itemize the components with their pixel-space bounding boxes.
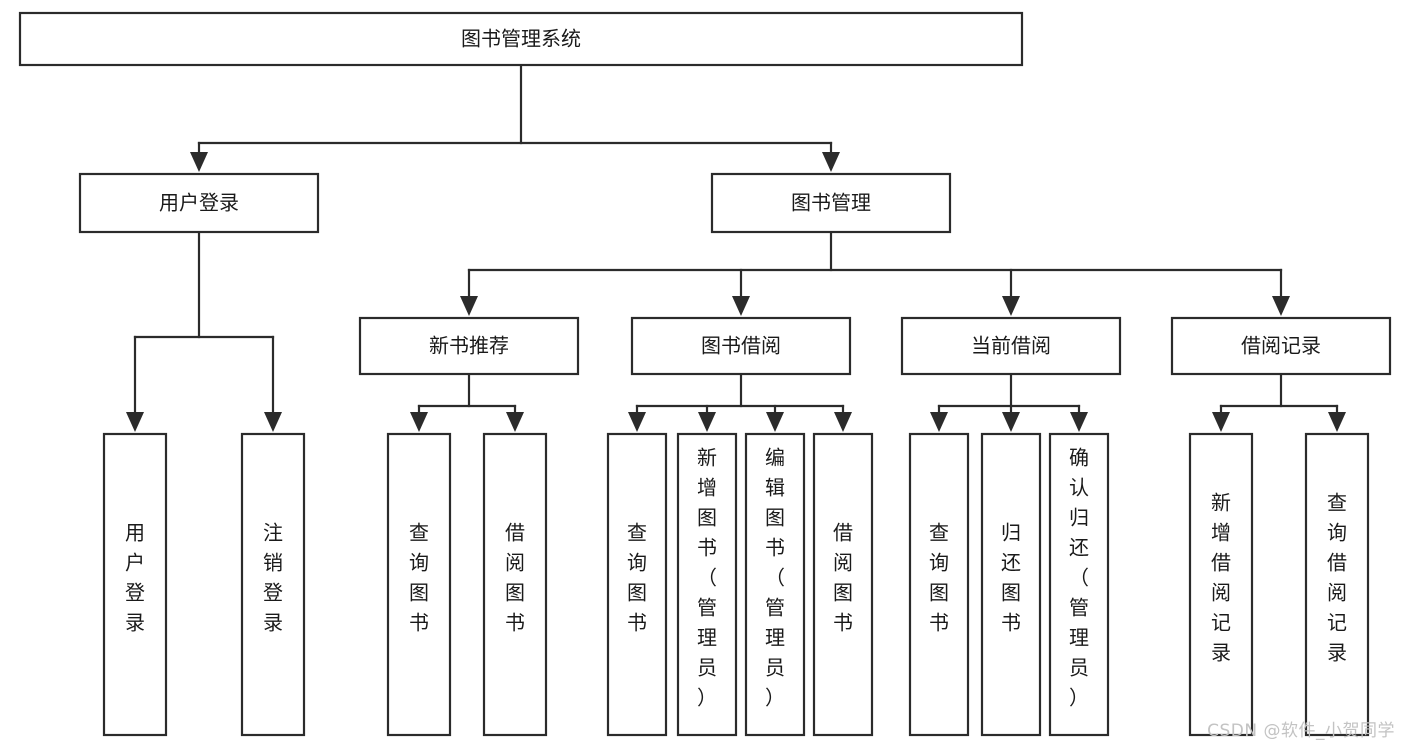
- arrow-book-manage: [822, 152, 840, 172]
- node-leaf-query-book-3[interactable]: 查询图书: [908, 432, 970, 737]
- node-box-leaf-query-book-3: [908, 432, 970, 737]
- arrow-book-borrow: [732, 296, 750, 316]
- node-label-leaf-query-book-1: 查询图书: [409, 521, 429, 635]
- node-label-borrow-record: 借阅记录: [1241, 334, 1321, 358]
- arrow-new-book-recommend: [460, 296, 478, 316]
- node-label-leaf-query-book-3: 查询图书: [929, 521, 949, 635]
- node-box-root: [18, 11, 1024, 67]
- node-box-leaf-add-book: [676, 432, 738, 737]
- node-leaf-borrow-book-1[interactable]: 借阅图书: [482, 432, 548, 737]
- arrow-leaf-query-book-3: [930, 412, 948, 432]
- node-box-current-borrow: [900, 316, 1122, 376]
- node-box-user-login: [78, 172, 320, 234]
- node-box-leaf-query-book-1: [386, 432, 452, 737]
- node-current-borrow[interactable]: 当前借阅: [900, 316, 1122, 376]
- arrow-leaf-logout-login: [264, 412, 282, 432]
- node-root[interactable]: 图书管理系统: [18, 11, 1024, 67]
- node-label-leaf-logout-login: 注销登录: [263, 521, 283, 635]
- node-box-leaf-edit-book: [744, 432, 806, 737]
- node-box-borrow-record: [1170, 316, 1392, 376]
- arrow-leaf-user-login: [126, 412, 144, 432]
- node-new-book-recommend[interactable]: 新书推荐: [358, 316, 580, 376]
- arrow-leaf-query-book-1: [410, 412, 428, 432]
- node-leaf-confirm-return[interactable]: 确认归还（管理员）: [1048, 432, 1110, 737]
- node-box-book-manage: [710, 172, 952, 234]
- node-box-leaf-borrow-book-2: [812, 432, 874, 737]
- arrow-leaf-add-book: [698, 412, 716, 432]
- node-leaf-query-book-1[interactable]: 查询图书: [386, 432, 452, 737]
- node-box-leaf-user-login: [102, 432, 168, 737]
- node-label-user-login: 用户登录: [159, 191, 239, 215]
- arrow-leaf-confirm-return: [1070, 412, 1088, 432]
- node-leaf-logout-login[interactable]: 注销登录: [240, 432, 306, 737]
- node-leaf-query-borrow-record[interactable]: 查询借阅记录: [1304, 432, 1370, 737]
- node-box-leaf-borrow-book-1: [482, 432, 548, 737]
- node-box-leaf-query-borrow-record: [1304, 432, 1370, 737]
- arrow-user-login: [190, 152, 208, 172]
- node-box-book-borrow: [630, 316, 852, 376]
- node-box-leaf-return-book: [980, 432, 1042, 737]
- node-label-leaf-add-book: 新增图书（管理员）: [697, 446, 717, 710]
- arrow-leaf-query-book-2: [628, 412, 646, 432]
- node-label-leaf-user-login: 用户登录: [125, 521, 145, 635]
- node-book-borrow[interactable]: 图书借阅: [630, 316, 852, 376]
- node-box-leaf-query-book-2: [606, 432, 668, 737]
- node-label-leaf-add-borrow-record: 新增借阅记录: [1211, 491, 1231, 665]
- node-leaf-user-login[interactable]: 用户登录: [102, 432, 168, 737]
- node-leaf-add-book[interactable]: 新增图书（管理员）: [676, 432, 738, 737]
- node-label-leaf-confirm-return: 确认归还（管理员）: [1069, 446, 1089, 710]
- node-user-login[interactable]: 用户登录: [78, 172, 320, 234]
- node-leaf-add-borrow-record[interactable]: 新增借阅记录: [1188, 432, 1254, 737]
- node-book-manage[interactable]: 图书管理: [710, 172, 952, 234]
- node-label-current-borrow: 当前借阅: [971, 334, 1051, 358]
- node-label-leaf-edit-book: 编辑图书（管理员）: [765, 446, 785, 710]
- node-box-leaf-confirm-return: [1048, 432, 1110, 737]
- node-box-new-book-recommend: [358, 316, 580, 376]
- node-label-book-borrow: 图书借阅: [701, 334, 781, 358]
- arrow-leaf-borrow-book-2: [834, 412, 852, 432]
- node-leaf-return-book[interactable]: 归还图书: [980, 432, 1042, 737]
- arrow-leaf-return-book: [1002, 412, 1020, 432]
- node-leaf-borrow-book-2[interactable]: 借阅图书: [812, 432, 874, 737]
- node-leaf-query-book-2[interactable]: 查询图书: [606, 432, 668, 737]
- arrow-leaf-borrow-book-1: [506, 412, 524, 432]
- node-label-root: 图书管理系统: [461, 27, 581, 51]
- node-label-leaf-borrow-book-2: 借阅图书: [833, 521, 853, 635]
- arrow-borrow-record: [1272, 296, 1290, 316]
- node-box-leaf-logout-login: [240, 432, 306, 737]
- node-leaf-edit-book[interactable]: 编辑图书（管理员）: [744, 432, 806, 737]
- arrowhead-layer: [126, 152, 1346, 432]
- node-label-leaf-query-book-2: 查询图书: [627, 521, 647, 635]
- node-label-leaf-return-book: 归还图书: [1001, 521, 1021, 635]
- node-label-leaf-query-borrow-record: 查询借阅记录: [1327, 491, 1347, 665]
- arrow-current-borrow: [1002, 296, 1020, 316]
- node-box-leaf-add-borrow-record: [1188, 432, 1254, 737]
- node-label-leaf-borrow-book-1: 借阅图书: [505, 521, 525, 635]
- arrow-leaf-add-borrow-record: [1212, 412, 1230, 432]
- arrow-leaf-query-borrow-record: [1328, 412, 1346, 432]
- node-layer: 图书管理系统用户登录图书管理新书推荐图书借阅当前借阅借阅记录用户登录注销登录查询…: [18, 11, 1392, 737]
- arrow-leaf-edit-book: [766, 412, 784, 432]
- node-label-book-manage: 图书管理: [791, 191, 871, 215]
- node-label-new-book-recommend: 新书推荐: [429, 334, 509, 358]
- node-borrow-record[interactable]: 借阅记录: [1170, 316, 1392, 376]
